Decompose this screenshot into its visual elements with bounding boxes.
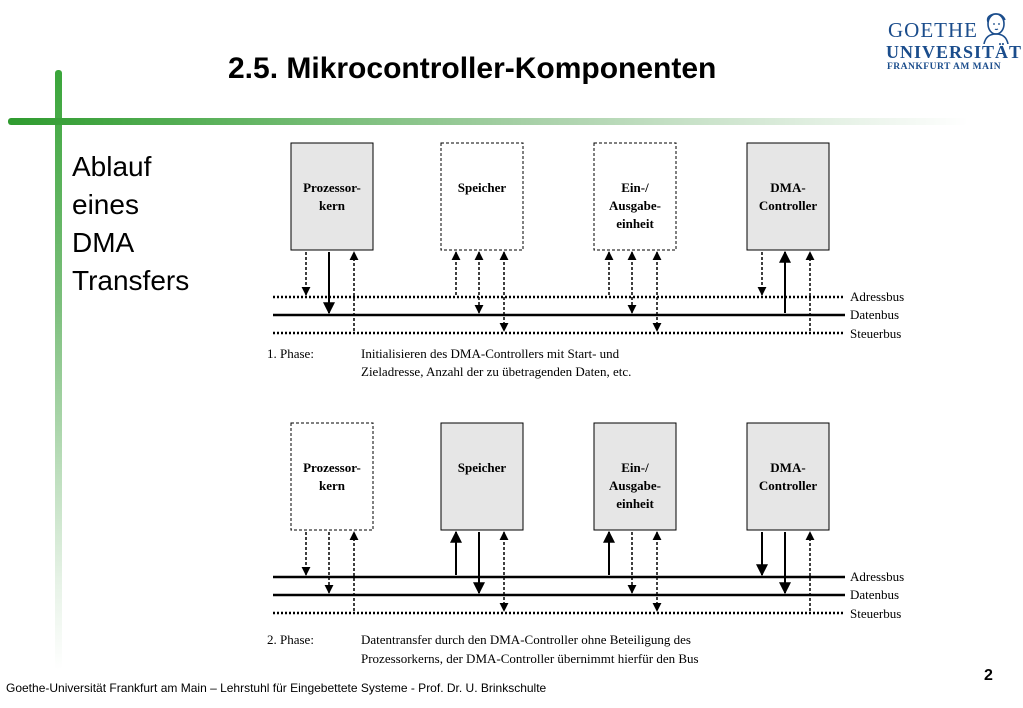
phase1-label: 1. Phase: [267, 346, 314, 361]
phase2-io-label: Ausgabe- [609, 478, 661, 493]
phase1-io-label: einheit [616, 216, 654, 231]
logo-line-universitaet: UNIVERSITÄT [886, 42, 1023, 62]
green-vertical-bar [55, 70, 62, 670]
university-logo: GOETHE UNIVERSITÄT FRANKFURT AM MAIN [884, 12, 1021, 74]
phase2-io-label: einheit [616, 496, 654, 511]
phase2-text: Datentransfer durch den DMA-Controller o… [361, 632, 691, 647]
page-number: 2 [984, 667, 993, 684]
page-title: 2.5. Mikrocontroller-Komponenten [228, 52, 717, 85]
phase2-cpu-label: Prozessor- [303, 460, 361, 475]
phase1-text: Initialisieren des DMA-Controllers mit S… [361, 346, 620, 361]
goethe-portrait-icon [983, 13, 1009, 44]
phase2-io-label: Ein-/ [621, 460, 649, 475]
phase1-text: Zieladresse, Anzahl der zu übetragenden … [361, 364, 631, 379]
phase1-cpu-box [290, 142, 374, 251]
phase1-control-bus-label: Steuerbus [850, 326, 901, 341]
phase1-dma-box [746, 142, 830, 251]
phase2-dma-label: DMA- [770, 460, 805, 475]
sidebar-line: Transfers [72, 265, 190, 296]
green-horizontal-bar [8, 118, 968, 125]
phase2-cpu-box [290, 422, 374, 531]
phase1-io-label: Ein-/ [621, 180, 649, 195]
phase1-io-box [593, 142, 677, 251]
phase1-memory-label: Speicher [458, 180, 507, 195]
phase1-cpu-label: kern [319, 198, 346, 213]
footer-text: Goethe-Universität Frankfurt am Main – L… [6, 681, 547, 695]
phase1-data-bus-label: Datenbus [850, 307, 899, 322]
phase1-memory-box [440, 142, 524, 251]
phase2-memory-label: Speicher [458, 460, 507, 475]
phase2-control-bus-label: Steuerbus [850, 606, 901, 621]
phase2-memory-box [440, 422, 524, 531]
phase1-cpu-label: Prozessor- [303, 180, 361, 195]
phase2-label: 2. Phase: [267, 632, 314, 647]
phase2-dma-box [746, 422, 830, 531]
logo-line-frankfurt: FRANKFURT AM MAIN [887, 62, 1002, 72]
phase1-diagram: Prozessor- kern Speicher Ein-/ Ausgabe- … [267, 142, 904, 379]
phase1-io-label: Ausgabe- [609, 198, 661, 213]
phase1-address-bus-label: Adressbus [850, 289, 904, 304]
phase2-text: Prozessorkerns, der DMA-Controller übern… [361, 651, 699, 666]
sidebar-line: eines [72, 189, 139, 220]
logo-line-goethe: GOETHE [888, 18, 978, 42]
phase2-io-box [593, 422, 677, 531]
phase2-address-bus-label: Adressbus [850, 569, 904, 584]
phase2-cpu-label: kern [319, 478, 346, 493]
phase2-diagram: Prozessor- kern Speicher Ein-/ Ausgabe- … [267, 422, 904, 666]
phase1-dma-label: DMA- [770, 180, 805, 195]
phase2-data-bus-label: Datenbus [850, 587, 899, 602]
phase1-dma-label: Controller [759, 198, 817, 213]
sidebar-text: Ablauf eines DMA Transfers [72, 148, 189, 300]
phase2-dma-label: Controller [759, 478, 817, 493]
sidebar-line: Ablauf [72, 151, 152, 182]
sidebar-line: DMA [72, 227, 135, 258]
